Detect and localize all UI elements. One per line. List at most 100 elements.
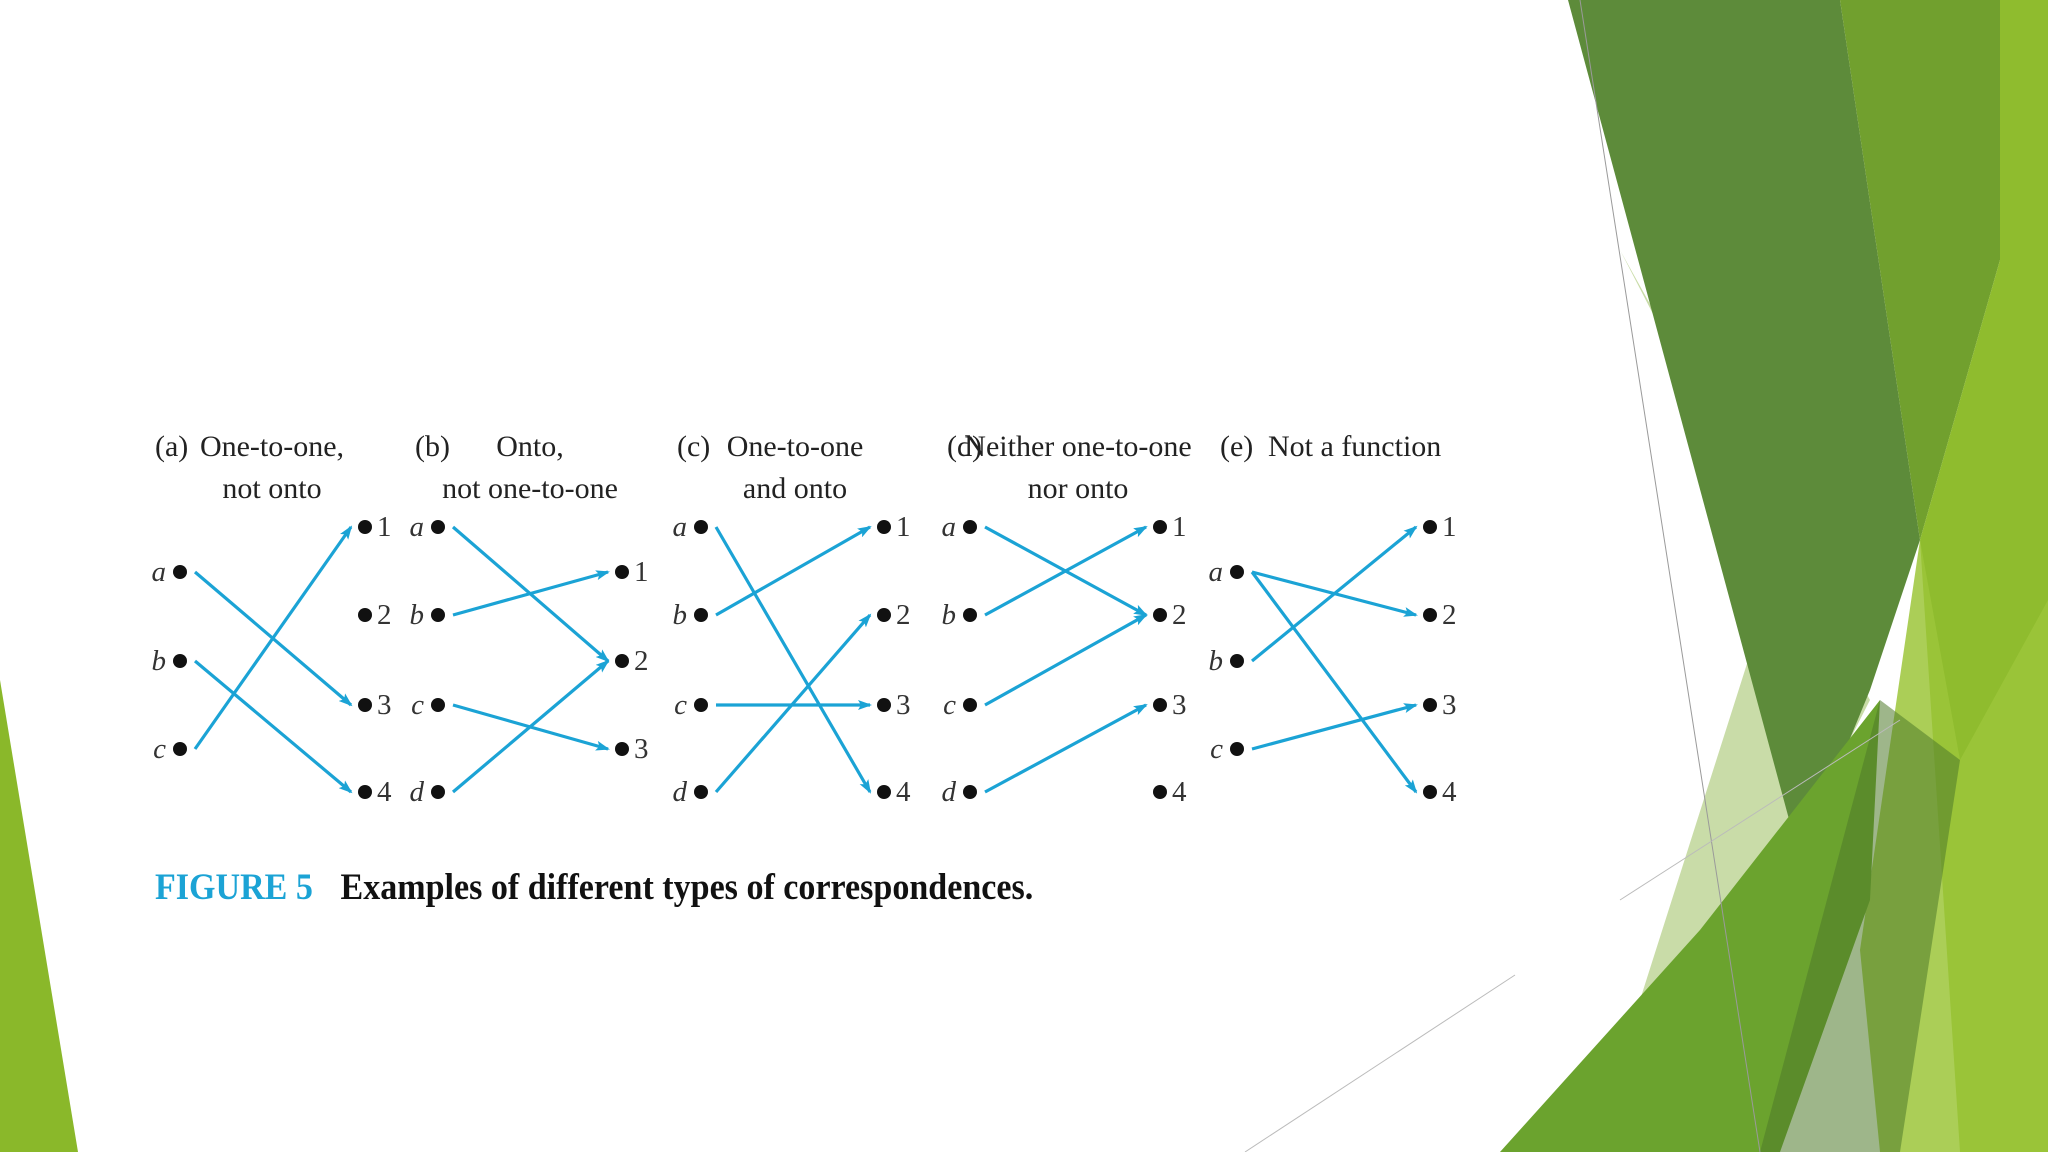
figure-caption-text: Examples of different types of correspon…	[340, 867, 1034, 908]
domain-dot	[694, 520, 708, 534]
mapping-arrow	[714, 526, 872, 794]
domain-label: a	[942, 511, 957, 543]
domain-label: d	[410, 776, 425, 808]
domain-dot	[963, 520, 977, 534]
codomain-label: 4	[896, 776, 911, 808]
deco-thin-line-2	[1244, 974, 1516, 1152]
codomain-dot	[877, 698, 891, 712]
panel-title-line: Onto,	[496, 430, 564, 463]
codomain-dot	[877, 608, 891, 622]
codomain-label: 4	[1442, 776, 1457, 808]
mapping-arrow	[452, 570, 610, 617]
codomain-dot	[358, 520, 372, 534]
panel-title-line: Neither one-to-one	[964, 430, 1191, 463]
mapping-arrow	[193, 525, 353, 750]
codomain-label: 2	[896, 599, 911, 631]
domain-label: b	[152, 645, 167, 677]
panel-title-line: nor onto	[1028, 472, 1129, 505]
codomain-dot	[1423, 785, 1437, 799]
panel-tag: (d)	[947, 430, 982, 463]
codomain-dot	[1153, 698, 1167, 712]
deco-left-green-sliver	[0, 680, 78, 1152]
panel-tag: (a)	[155, 430, 188, 463]
panel-title-line: not one-to-one	[442, 472, 618, 505]
mapping-arrow	[1250, 525, 1418, 663]
codomain-dot	[1153, 520, 1167, 534]
codomain-dot	[877, 785, 891, 799]
deco-dark-green-band	[1568, 0, 1920, 860]
domain-label: c	[411, 689, 424, 721]
deco-thin-line-3	[1619, 719, 1901, 901]
deco-thin-line-1	[1579, 0, 1761, 1152]
domain-dot	[694, 785, 708, 799]
codomain-label: 3	[1172, 689, 1187, 721]
domain-dot	[173, 565, 187, 579]
codomain-label: 3	[377, 689, 392, 721]
deco-bottom-green-wedge	[1500, 700, 1880, 1152]
codomain-dot	[358, 785, 372, 799]
domain-label: c	[943, 689, 956, 721]
domain-dot	[1230, 565, 1244, 579]
codomain-label: 2	[1442, 599, 1457, 631]
mapping-arrow	[984, 613, 1148, 707]
codomain-label: 2	[1172, 599, 1187, 631]
domain-dot	[963, 785, 977, 799]
panel-title-line: One-to-one,	[200, 430, 344, 463]
mapping-arrow	[1251, 703, 1418, 751]
panel-title-line: not onto	[222, 472, 321, 505]
codomain-dot	[877, 520, 891, 534]
domain-dot	[694, 608, 708, 622]
codomain-label: 1	[634, 556, 649, 588]
domain-label: a	[1209, 556, 1224, 588]
domain-dot	[173, 654, 187, 668]
deco-bottom-dark-wedge	[1760, 700, 1960, 1152]
mapping-arrow	[715, 525, 872, 617]
figure-caption: FIGURE 5 Examples of different types of c…	[155, 866, 1033, 909]
codomain-label: 1	[1172, 511, 1187, 543]
domain-dot	[694, 698, 708, 712]
panel-title-line: Not a function	[1268, 430, 1441, 463]
domain-label: a	[673, 511, 688, 543]
mapping-arrow	[714, 613, 872, 794]
mapping-arrow	[193, 659, 353, 794]
domain-label: d	[673, 776, 688, 808]
codomain-label: 3	[1442, 689, 1457, 721]
panel-tag: (c)	[677, 430, 710, 463]
domain-label: c	[1210, 733, 1223, 765]
codomain-dot	[1153, 608, 1167, 622]
codomain-label: 2	[377, 599, 392, 631]
panel-tag: (e)	[1220, 430, 1253, 463]
domain-label: b	[1209, 645, 1224, 677]
codomain-label: 3	[896, 689, 911, 721]
domain-dot	[963, 698, 977, 712]
codomain-dot	[1153, 785, 1167, 799]
codomain-label: 4	[1172, 776, 1187, 808]
mapping-arrow	[984, 525, 1148, 617]
domain-dot	[431, 698, 445, 712]
codomain-dot	[358, 608, 372, 622]
panel-title-line: and onto	[743, 472, 847, 505]
domain-dot	[431, 608, 445, 622]
codomain-label: 1	[377, 511, 392, 543]
codomain-dot	[1423, 520, 1437, 534]
mapping-arrow	[1250, 571, 1418, 794]
codomain-dot	[615, 654, 629, 668]
codomain-dot	[358, 698, 372, 712]
domain-dot	[963, 608, 977, 622]
codomain-dot	[1423, 698, 1437, 712]
domain-dot	[431, 520, 445, 534]
domain-label: a	[152, 556, 167, 588]
domain-dot	[431, 785, 445, 799]
domain-label: c	[674, 689, 687, 721]
domain-label: b	[410, 599, 425, 631]
figure-label: FIGURE 5	[155, 867, 313, 908]
codomain-label: 4	[377, 776, 392, 808]
codomain-label: 1	[896, 511, 911, 543]
codomain-dot	[1423, 608, 1437, 622]
